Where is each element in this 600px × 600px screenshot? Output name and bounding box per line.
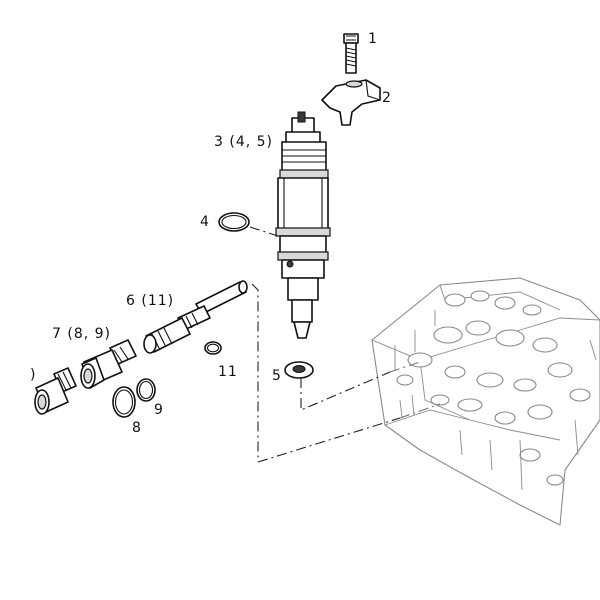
part-2-clamp — [321, 79, 381, 126]
part-7-union-fitting — [80, 339, 137, 389]
part-5-washer — [284, 361, 314, 379]
part-1-bolt — [343, 33, 359, 74]
part-9-ring — [136, 378, 156, 402]
callout-5: 5 — [272, 368, 282, 384]
callout-3: 3 (4, 5) — [214, 134, 273, 150]
part-6-pipe — [143, 280, 248, 354]
callout-7: 7 (8, 9) — [52, 326, 111, 342]
part-4-o-ring — [218, 212, 250, 232]
part-10-nut — [34, 367, 77, 415]
part-3-injector — [275, 111, 331, 339]
callout-6: 6 (11) — [126, 293, 174, 309]
part-11-small-ring — [204, 341, 222, 355]
callout-2: 2 — [382, 90, 392, 106]
callout-10: ) — [30, 367, 36, 383]
callout-4: 4 — [200, 214, 210, 230]
callout-9: 9 — [154, 402, 164, 418]
part-8-ring — [112, 386, 136, 418]
callout-8: 8 — [132, 420, 142, 436]
callout-11: 11 — [218, 364, 238, 380]
callout-1: 1 — [368, 31, 378, 47]
cylinder-head-block — [371, 277, 600, 526]
assembly-leader-lines — [249, 226, 441, 463]
